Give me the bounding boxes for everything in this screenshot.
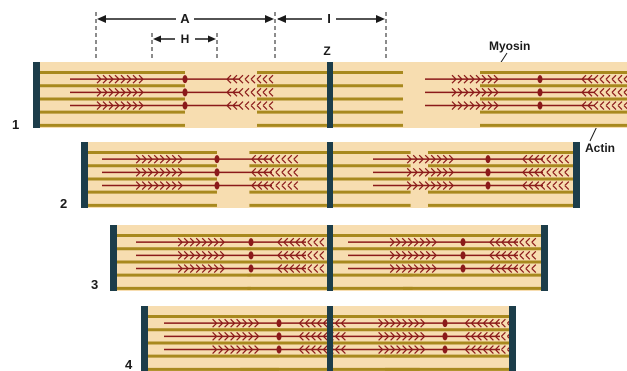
m-line-node [182,101,188,110]
myosin-cross-bridges [135,154,299,164]
m-line-node [537,101,543,110]
myosin-cross-bridges [177,237,325,247]
z-line [541,225,548,291]
m-line-node [248,238,254,247]
z-line [327,62,333,128]
sarcomere-strip-4 [141,306,516,371]
myosin-cross-bridges [212,318,346,328]
m-line-node [460,251,466,260]
stage-3-number: 3 [91,277,98,292]
stage-1-number: 1 [12,117,19,132]
m-line-node [460,238,466,247]
stage-2-number: 2 [60,196,67,211]
sarcomere-strips [33,62,627,371]
m-line-node [214,155,220,164]
h-zone-label: H [181,32,190,46]
z-line [141,306,148,371]
m-line-node [182,88,188,97]
myosin-cross-bridges [451,101,627,110]
sarcomere-strip-1 [33,62,627,128]
z-line [33,62,40,128]
myosin-cross-bridges [135,181,299,190]
myosin-cross-bridges [378,345,512,354]
myosin-cross-bridges [96,74,274,84]
myosin-cross-bridges [212,345,346,354]
z-line [509,306,516,371]
m-line-node [442,332,448,341]
a-band-label: A [180,11,190,26]
myosin-label: Myosin [489,39,530,53]
m-line-node [276,332,282,341]
myosin-cross-bridges [212,331,346,341]
myosin-cross-bridges [406,181,570,190]
sarcomere-strip-2 [81,142,580,208]
myosin-cross-bridges [389,264,537,273]
z-line [81,142,88,208]
z-line [327,142,333,208]
i-band-label: I [327,11,331,26]
m-line-node [214,181,220,190]
arrow-heads [97,15,385,43]
myosin-cross-bridges [451,74,627,84]
myosin-cross-bridges [451,87,627,97]
myosin-cross-bridges [378,331,512,341]
myosin-cross-bridges [135,167,299,177]
m-line-node [460,264,466,273]
z-line-label: Z [323,44,330,58]
myosin-cross-bridges [96,87,274,97]
stage-4-number: 4 [125,357,133,371]
z-line [327,306,333,371]
z-line [327,225,333,291]
m-line-node [276,319,282,328]
m-line-node [442,345,448,354]
myosin-cross-bridges [378,318,512,328]
myosin-cross-bridges [406,167,570,177]
myosin-cross-bridges [177,250,325,260]
m-line-node [248,264,254,273]
myosin-cross-bridges [389,237,537,247]
m-line-node [485,155,491,164]
m-line-node [537,88,543,97]
actin-label: Actin [585,141,615,155]
m-line-node [276,345,282,354]
m-line-node [485,181,491,190]
z-line [573,142,580,208]
dimension-annotations [95,12,387,60]
myosin-cross-bridges [389,250,537,260]
m-line-node [214,168,220,177]
z-line [110,225,117,291]
myosin-cross-bridges [406,154,570,164]
m-line-node [182,75,188,84]
sarcomere-strip-3 [110,225,548,291]
m-line-node [485,168,491,177]
myosin-cross-bridges [177,264,325,273]
m-line-node [248,251,254,260]
myosin-cross-bridges [96,101,274,110]
m-line-node [442,319,448,328]
m-line-node [537,75,543,84]
